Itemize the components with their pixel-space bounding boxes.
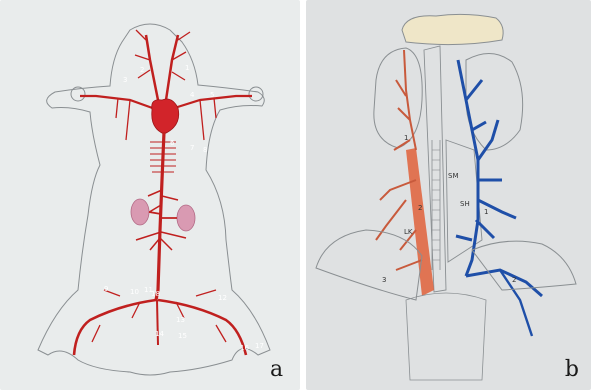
label-a3: 3	[382, 276, 386, 284]
label-a2: 2	[418, 204, 422, 212]
marker-14: 14	[155, 330, 164, 338]
label-lk: LK	[404, 228, 413, 236]
panel-label-a: a	[270, 357, 283, 382]
jaw-outline	[402, 14, 503, 44]
marker-6: 6	[170, 139, 175, 147]
iliac-artery-right	[158, 300, 246, 355]
label-sh: SH	[460, 200, 470, 208]
marker-9: 9	[104, 285, 108, 293]
renal-arteries	[149, 212, 177, 218]
marker-16: 16	[240, 344, 249, 352]
heart	[152, 99, 179, 134]
marker-2: 2	[140, 66, 144, 74]
marker-8: 8	[203, 146, 207, 154]
marker-3: 3	[123, 76, 127, 84]
label-sm: SM	[448, 172, 458, 180]
aorta	[156, 132, 164, 300]
marker-15: 15	[178, 332, 187, 340]
neck-vessel-illustration: LK SH SM 1 2 3 1 2	[306, 0, 591, 390]
label-a1: 1	[404, 134, 408, 142]
trachea-rings	[432, 150, 440, 260]
chest-lower	[406, 293, 486, 380]
right-kidney	[177, 205, 195, 231]
marker-10: 10	[130, 288, 139, 296]
left-gland	[374, 48, 422, 148]
marker-17: 17	[255, 342, 264, 350]
carotid-artery-left	[146, 35, 158, 100]
marker-7: 7	[190, 144, 194, 152]
panel-a-arterial-diagram: 1 2 3 4 5 6 7 8 9 10 11 12 13 14 15 16 1…	[0, 0, 300, 390]
marker-12: 12	[218, 294, 227, 302]
label-b2: 2	[512, 276, 516, 284]
marker-5: 5	[210, 91, 214, 99]
caudal-artery	[157, 300, 158, 345]
carotid-artery-right	[166, 35, 178, 100]
left-kidney	[131, 199, 149, 225]
subclavian-artery-left	[80, 96, 158, 110]
label-b1: 1	[484, 208, 488, 216]
panel-label-b: b	[565, 357, 579, 382]
iliac-artery-left	[74, 300, 156, 355]
marker-13: 13	[176, 316, 185, 324]
rat-artery-illustration: 1 2 3 4 5 6 7 8 9 10 11 12 13 14 15 16 1…	[0, 0, 300, 390]
vein-tree	[456, 60, 542, 296]
panel-b-neck-diagram: LK SH SM 1 2 3 1 2 b	[306, 0, 591, 390]
left-shoulder	[316, 230, 422, 300]
marker-4: 4	[190, 91, 195, 99]
marker-18: 18	[151, 290, 160, 298]
trachea-ladder	[432, 140, 440, 270]
marker-1: 1	[185, 64, 189, 72]
